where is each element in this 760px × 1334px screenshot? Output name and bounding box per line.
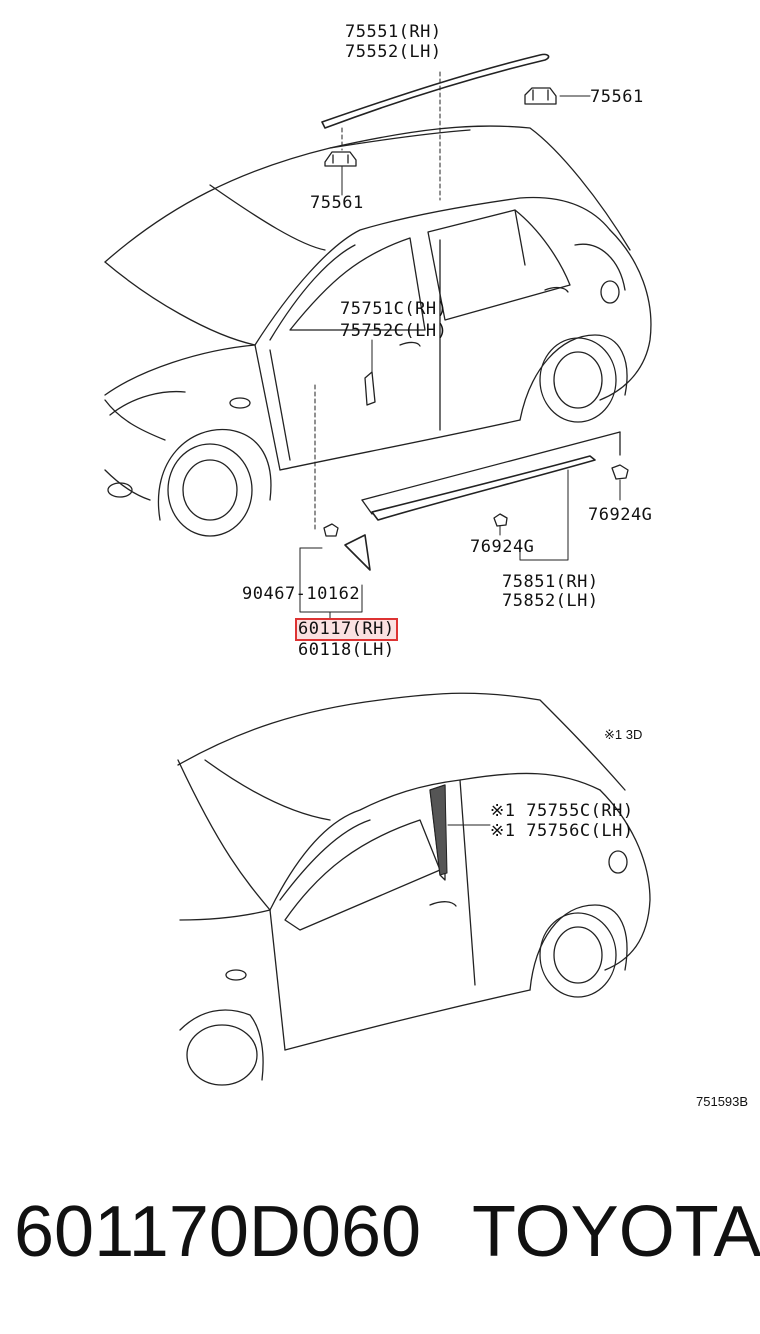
label-pillar-rh: ※1 75755C(RH) <box>490 801 634 821</box>
label-part-rh-highlighted: 60117(RH) <box>295 618 398 641</box>
figure-code: 751593B <box>696 1094 749 1109</box>
door-garnish <box>364 371 376 406</box>
brand-name: TOYOTA <box>472 1192 760 1272</box>
rocker-moulding <box>361 431 621 521</box>
roof-clip-left <box>324 151 357 167</box>
label-door-rh: 75751C(RH) <box>340 299 448 319</box>
label-variant-3d: ※1 3D <box>604 727 643 742</box>
screw <box>323 523 339 537</box>
label-pillar-lh: ※1 75756C(LH) <box>490 821 634 841</box>
label-clip-left: 75561 <box>310 193 364 213</box>
label-roof-rh: 75551(RH) <box>345 22 442 42</box>
roof-clip-right <box>524 87 557 105</box>
nut-mid <box>493 513 508 527</box>
b-pillar-garnish <box>429 784 448 876</box>
label-rocker-lh: 75852(LH) <box>502 591 599 611</box>
label-fastener: 90467-10162 <box>242 584 361 604</box>
bottom-car-outline <box>177 692 651 1086</box>
label-part-lh: 60118(LH) <box>298 640 395 660</box>
label-door-lh: 75752C(LH) <box>340 321 448 341</box>
label-roof-lh: 75552(LH) <box>345 42 442 62</box>
label-clip-right: 75561 <box>590 87 644 107</box>
label-nut-mid: 76924G <box>470 537 535 557</box>
top-car-outline <box>104 125 652 537</box>
parts-diagram <box>104 53 652 1086</box>
part-number: 601170D060 <box>14 1192 422 1272</box>
nut-right <box>611 464 629 480</box>
roof-rail <box>321 53 550 129</box>
quarter-garnish <box>344 534 371 571</box>
label-nut-right: 76924G <box>588 505 653 525</box>
footer: 601170D060 TOYOTA <box>0 1170 760 1290</box>
label-rocker-rh: 75851(RH) <box>502 572 599 592</box>
